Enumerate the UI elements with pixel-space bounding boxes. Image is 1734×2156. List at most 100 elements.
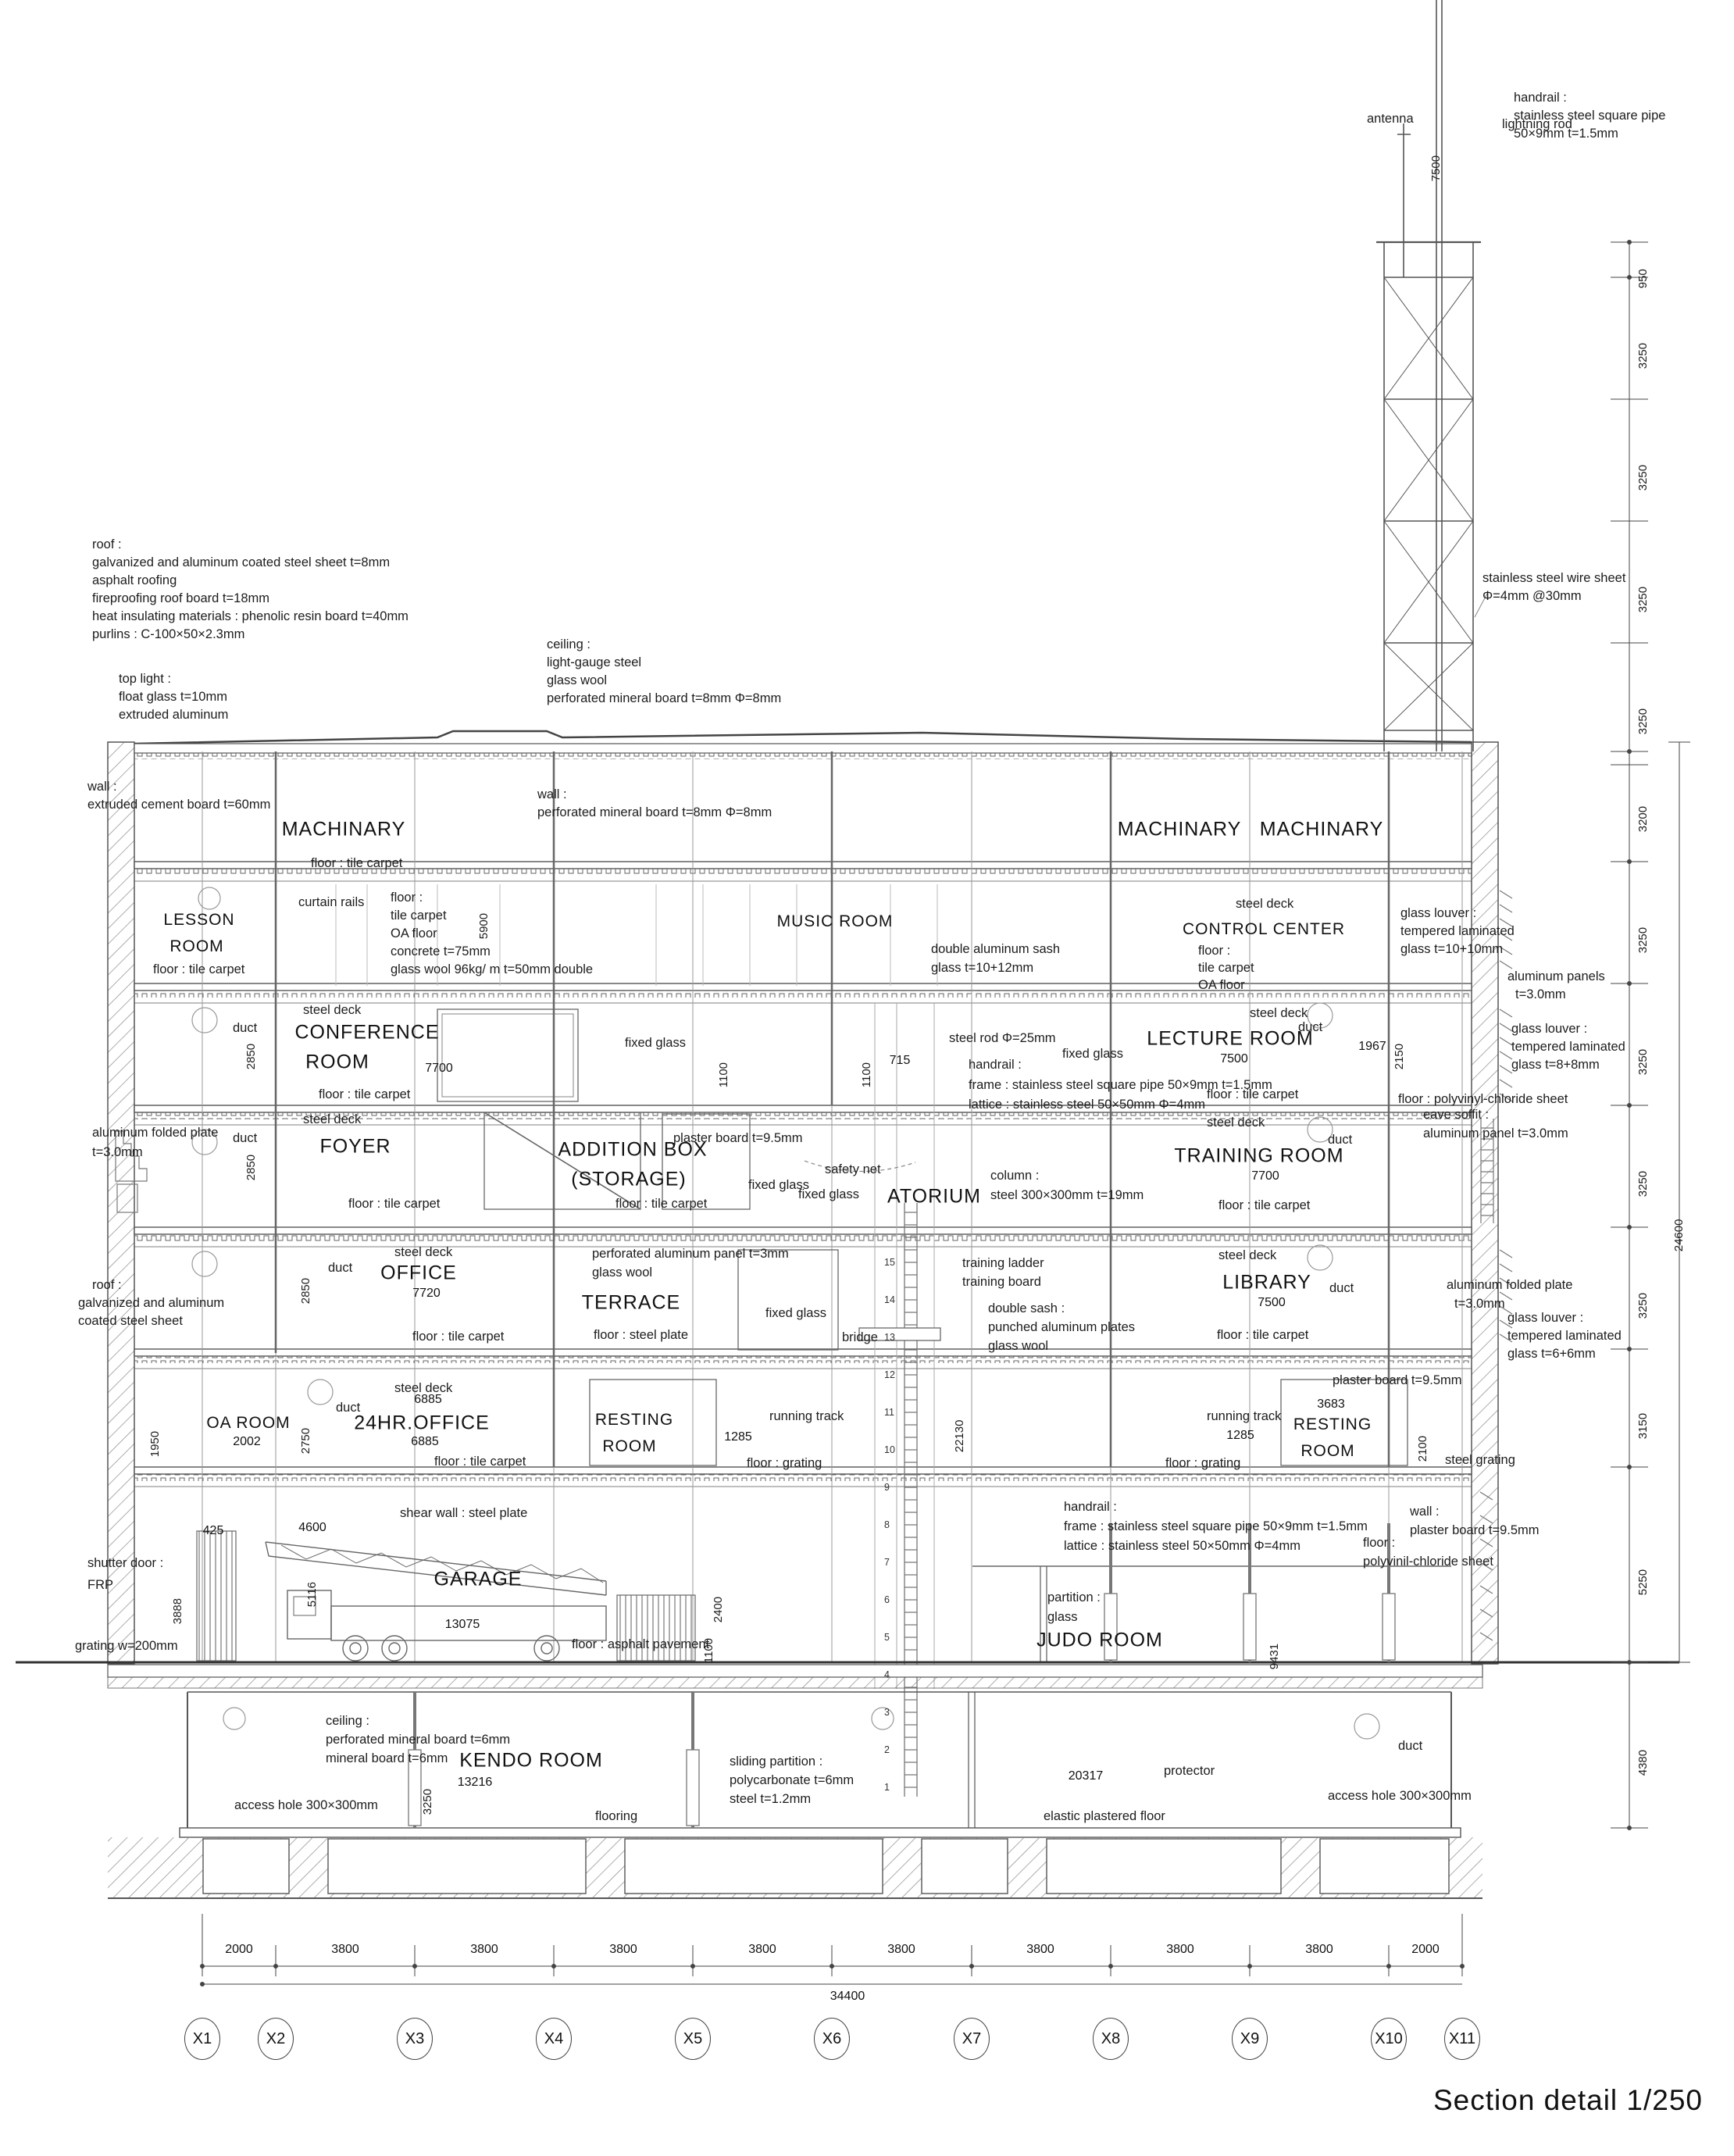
lect-steel-deck-note: steel deck <box>1250 1006 1308 1020</box>
grid-bubble-X11: X11 <box>1444 2018 1480 2060</box>
conf-steel-deck-note: steel deck <box>303 1003 362 1017</box>
column-note-2: steel 300×300mm t=19mm <box>990 1188 1144 1202</box>
alum-fold-left-2: t=3.0mm <box>92 1145 143 1159</box>
dim-4600: 4600 <box>298 1520 326 1534</box>
basement <box>108 1691 1482 1899</box>
bottom-dimension-lines <box>200 1914 1465 1986</box>
shear-wall-note: shear wall : steel plate <box>400 1506 528 1520</box>
office-steel-deck-note: steel deck <box>394 1245 453 1259</box>
room-resting-left-2: ROOM <box>602 1437 657 1455</box>
column-note-1: column : <box>990 1169 1040 1183</box>
safety-net-note: safety net <box>825 1162 881 1176</box>
dim-2400: 2400 <box>711 1596 725 1623</box>
dim-1100-a: 1100 <box>716 1062 730 1088</box>
dim-2850-conf: 2850 <box>244 1043 258 1070</box>
right-dim-building-0: 3200 <box>1636 805 1650 833</box>
right-dim-mast-1: 3250 <box>1636 342 1650 369</box>
grid-bubble-X8: X8 <box>1093 2018 1129 2060</box>
dim-6885-bottom: 6885 <box>411 1434 439 1448</box>
dim-6885-top: 6885 <box>414 1392 442 1406</box>
dim-3683: 3683 <box>1317 1397 1345 1411</box>
wall-left-note-2: extruded cement board t=60mm <box>87 798 271 812</box>
floor6-note-2: polyvinil-chloride sheet <box>1363 1555 1493 1569</box>
fixed-glass-lect-note: fixed glass <box>1062 1047 1123 1061</box>
tr-floor-note: floor : tile carpet <box>1218 1198 1311 1212</box>
grid-bubble-X3: X3 <box>397 2018 433 2060</box>
training-board-note: training board <box>962 1275 1041 1289</box>
toplight-note-3: extruded aluminum <box>119 708 229 722</box>
ladder-rung-number-4: 4 <box>884 1669 890 1680</box>
wire-sheet-note-1: stainless steel wire sheet <box>1482 571 1626 585</box>
right-dim-mast-4: 3250 <box>1636 708 1650 735</box>
floor2-note-4: concrete t=75mm <box>391 944 491 958</box>
ladder-rung-number-5: 5 <box>884 1632 890 1643</box>
bottom-dim-7: 3800 <box>1166 1942 1194 1956</box>
ladder-rung-number-14: 14 <box>884 1294 895 1305</box>
grid-bubble-X4: X4 <box>536 2018 572 2060</box>
roof-left-note-3: coated steel sheet <box>78 1314 183 1328</box>
room-terrace: TERRACE <box>581 1291 681 1314</box>
antenna-note: antenna <box>1367 112 1414 126</box>
right-dim-building-4: 3250 <box>1636 1292 1650 1319</box>
training-ladder-note: training ladder <box>962 1256 1044 1270</box>
foyer-duct-note: duct <box>233 1131 258 1145</box>
mast <box>1376 0 1481 751</box>
columns-with-protectors <box>408 1523 1396 1828</box>
bottom-dim-9: 2000 <box>1411 1942 1440 1956</box>
ladder-rung-number-6: 6 <box>884 1594 890 1605</box>
bottom-dim-total: 34400 <box>830 1989 865 2003</box>
eave-note-2: aluminum panel t=3.0mm <box>1423 1126 1568 1140</box>
lesson-floor-note: floor : tile carpet <box>153 962 245 976</box>
double-sash-note-2: punched aluminum plates <box>988 1320 1136 1334</box>
alum-fold-right-1: aluminum folded plate <box>1447 1278 1573 1292</box>
grating-w-note: grating w=200mm <box>75 1639 178 1653</box>
plaster6-note: plaster board t=9.5mm <box>1333 1373 1462 1387</box>
louver2-note-2: tempered laminated <box>1511 1040 1625 1054</box>
roof-left-note-2: galvanized and aluminum <box>78 1296 225 1310</box>
bottom-dim-5: 3800 <box>887 1942 915 1956</box>
right-dimension-lines <box>1611 240 1690 1830</box>
right-dim-mast-0: 950 <box>1636 269 1650 289</box>
right-dim-mast-2: 3250 <box>1636 464 1650 491</box>
steel-grating-note: steel grating <box>1445 1453 1515 1467</box>
duct-circles <box>191 887 1380 1740</box>
room-music: MUSIC ROOM <box>776 912 894 930</box>
roof-left-note-1: roof : <box>92 1278 122 1292</box>
alum-panels-note-1: aluminum panels <box>1507 969 1605 983</box>
lect-duct-note: duct <box>1298 1020 1323 1034</box>
partition-note-1: partition : <box>1047 1590 1101 1605</box>
dim-13216: 13216 <box>457 1775 493 1789</box>
sliding-note-3: steel t=1.2mm <box>730 1792 812 1806</box>
floor-grating-left-note: floor : grating <box>747 1456 822 1470</box>
flooring-note: flooring <box>595 1809 638 1823</box>
louver1-note-3: glass t=10+10mm <box>1400 942 1504 956</box>
ceiling8-note-2: perforated mineral board t=6mm <box>326 1733 511 1747</box>
room-judo: JUDO ROOM <box>1036 1629 1163 1651</box>
sliding-note-2: polycarbonate t=6mm <box>730 1773 855 1787</box>
room-garage: GARAGE <box>434 1568 523 1590</box>
left-stair <box>115 1130 148 1213</box>
fixed-glass-5-note: fixed glass <box>765 1306 826 1320</box>
shutter-note-1: shutter door : <box>87 1556 164 1570</box>
dim-22130: 22130 <box>952 1419 966 1453</box>
louver3-note-3: glass t=6+6mm <box>1507 1347 1596 1361</box>
ladder-rung-number-15: 15 <box>884 1257 895 1268</box>
terrace-floor-note: floor : steel plate <box>594 1328 689 1342</box>
louver3-note-2: tempered laminated <box>1507 1329 1622 1343</box>
right-dim-building-6: 5250 <box>1636 1569 1650 1596</box>
floor-pvc3-note: floor : polyvinyl-chloride sheet <box>1398 1092 1568 1106</box>
ladder-rung-number-3: 3 <box>884 1707 890 1718</box>
room-training: TRAINING ROOM <box>1174 1144 1344 1167</box>
dim-7700-conf: 7700 <box>425 1061 453 1075</box>
dim-20317: 20317 <box>1068 1769 1104 1783</box>
access-hole-left-note: access hole 300×300mm <box>234 1798 378 1812</box>
ladder-rung-number-2: 2 <box>884 1744 890 1755</box>
dim-2750: 2750 <box>298 1427 312 1455</box>
right-dim-building-3: 3250 <box>1636 1170 1650 1198</box>
alum-fold-right-2: t=3.0mm <box>1454 1297 1505 1311</box>
cc-floor-note-2: tile carpet <box>1198 961 1254 975</box>
office-floor-note: floor : tile carpet <box>412 1330 505 1344</box>
eave-ladder <box>1480 1119 1494 1223</box>
